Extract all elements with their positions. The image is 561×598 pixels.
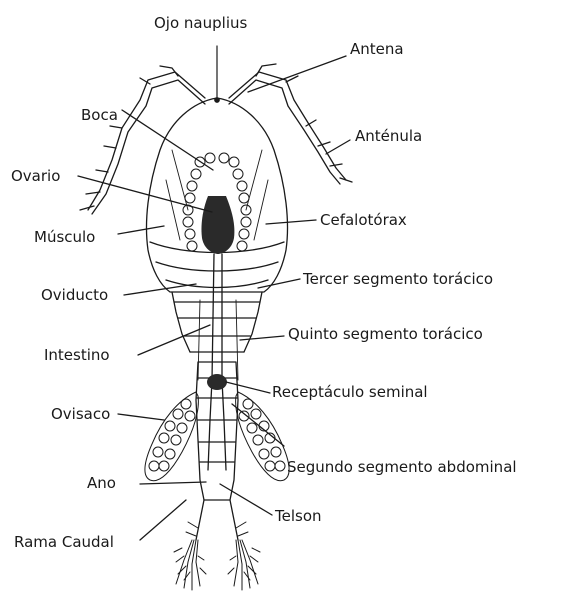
label-intestino: Intestino <box>44 346 110 364</box>
left-caudal-ramus <box>174 522 206 590</box>
label-rama-caudal: Rama Caudal <box>14 533 114 551</box>
label-quinto-segmento-toracico: Quinto segmento torácico <box>288 325 483 343</box>
label-cefalotorax: Cefalotórax <box>320 211 407 229</box>
left-antenna <box>80 66 205 214</box>
label-tercer-segmento-toracico: Tercer segmento torácico <box>303 270 493 288</box>
label-antenula: Anténula <box>355 127 422 145</box>
ovary-core <box>201 196 234 254</box>
label-telson: Telson <box>275 507 322 525</box>
label-musculo: Músculo <box>34 228 95 246</box>
label-ovisaco: Ovisaco <box>51 405 110 423</box>
label-oviducto: Oviducto <box>41 286 108 304</box>
cephalothorax-outline <box>147 98 288 292</box>
label-antena: Antena <box>350 40 404 58</box>
label-receptaculo-seminal: Receptáculo seminal <box>272 383 428 401</box>
right-egg-sac <box>236 392 289 481</box>
right-antenna <box>229 64 352 184</box>
right-caudal-ramus <box>228 522 260 590</box>
label-segundo-segmento-abdominal: Segundo segmento abdominal <box>287 458 517 476</box>
label-ano: Ano <box>87 474 116 492</box>
label-boca: Boca <box>81 106 118 124</box>
left-egg-sac <box>145 392 198 481</box>
label-ovario: Ovario <box>11 167 60 185</box>
label-ojo-nauplius: Ojo nauplius <box>154 14 247 32</box>
